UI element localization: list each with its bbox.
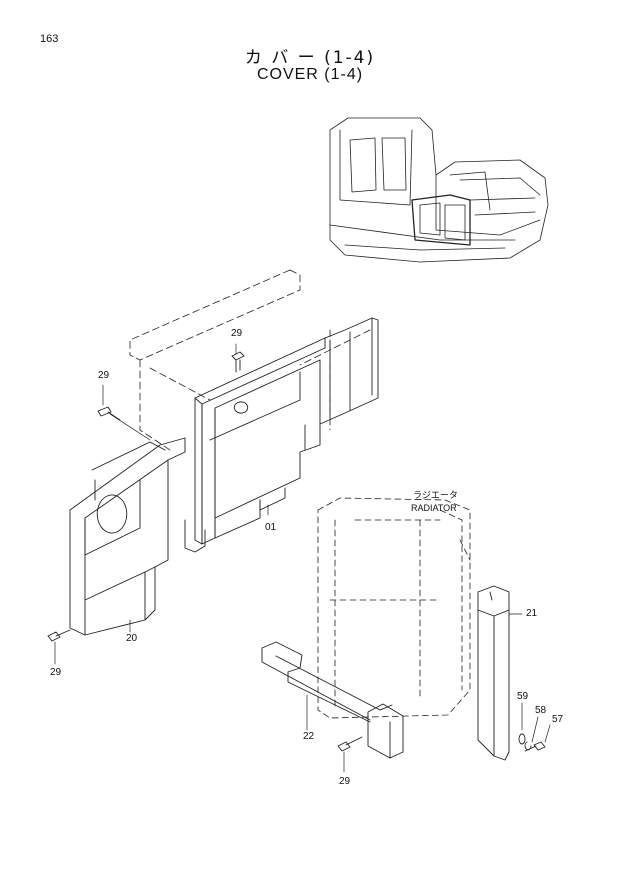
callout-01: 01 bbox=[265, 522, 277, 533]
fasteners-57-58-59 bbox=[518, 733, 546, 752]
bolts-29 bbox=[47, 351, 363, 752]
callout-22: 22 bbox=[303, 731, 315, 742]
part-22-bar bbox=[261, 641, 404, 759]
callout-29: 29 bbox=[98, 370, 110, 381]
excavator-inset bbox=[329, 117, 549, 263]
callout-29: 29 bbox=[231, 328, 243, 339]
callout-21: 21 bbox=[526, 608, 538, 619]
radiator-label-jp: ラジエータ bbox=[413, 491, 458, 501]
callout-29: 29 bbox=[50, 667, 62, 678]
frame-outline bbox=[129, 269, 371, 451]
radiator-label-en: RADIATOR bbox=[411, 503, 457, 513]
callout-29: 29 bbox=[339, 776, 351, 787]
page-number: 163 bbox=[40, 33, 59, 45]
part-21-bar bbox=[477, 585, 510, 761]
callout-59: 59 bbox=[517, 691, 529, 702]
callout-58: 58 bbox=[535, 705, 547, 716]
part-01-cover-panel bbox=[184, 317, 379, 553]
title-english: COVER (1-4) bbox=[256, 66, 364, 83]
radiator bbox=[317, 497, 471, 719]
callout-57: 57 bbox=[552, 714, 564, 725]
callout-20: 20 bbox=[126, 633, 138, 644]
part-20-bracket bbox=[69, 437, 186, 636]
leader-lines bbox=[54, 343, 551, 773]
title-japanese: カ バ ー (1-4) bbox=[244, 48, 376, 68]
